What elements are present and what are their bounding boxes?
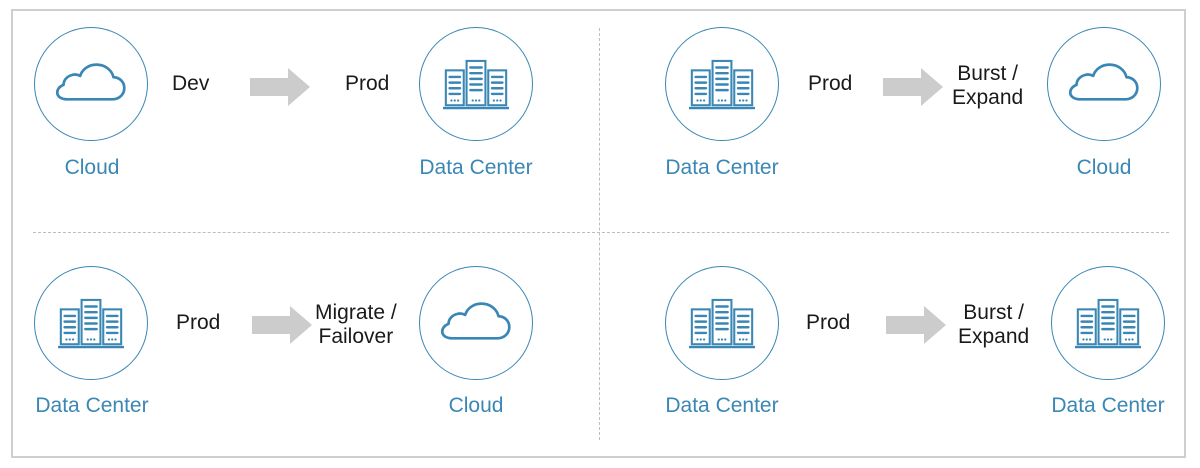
data-center-node-circle	[665, 27, 779, 141]
source-node-label: Data Center	[665, 156, 779, 179]
source-tag: Dev	[172, 72, 210, 95]
source-node-label: Cloud	[64, 156, 120, 179]
source-tag: Prod	[806, 311, 851, 334]
data-center-icon	[689, 296, 755, 351]
target-tag: Burst /Expand	[952, 62, 1024, 109]
target-tag: Prod	[345, 72, 390, 95]
arrow-icon	[252, 306, 312, 344]
data-center-node-circle	[34, 266, 148, 380]
target-tag: Burst /Expand	[958, 301, 1030, 348]
target-node-label: Cloud	[1076, 156, 1132, 179]
cloud-node-circle	[1047, 27, 1161, 141]
arrow-icon	[250, 68, 310, 106]
target-node-label: Cloud	[448, 394, 504, 417]
data-center-node-circle	[665, 266, 779, 380]
data-center-node-circle	[1051, 266, 1165, 380]
arrow-icon	[886, 306, 946, 344]
source-tag: Prod	[176, 311, 221, 334]
cloud-icon	[1068, 61, 1140, 107]
cloud-node-circle	[419, 266, 533, 380]
data-center-icon	[58, 296, 124, 351]
vertical-divider	[599, 28, 600, 440]
horizontal-divider	[33, 232, 1169, 233]
cloud-node-circle	[34, 27, 148, 141]
cloud-icon	[440, 300, 512, 346]
source-node-label: Data Center	[665, 394, 779, 417]
source-tag: Prod	[808, 72, 853, 95]
target-node-label: Data Center	[419, 156, 533, 179]
target-node-label: Data Center	[1051, 394, 1165, 417]
diagram-frame	[11, 9, 1186, 458]
source-node-label: Data Center	[35, 394, 149, 417]
data-center-icon	[443, 57, 509, 112]
data-center-node-circle	[419, 27, 533, 141]
cloud-icon	[55, 61, 127, 107]
target-tag: Migrate /Failover	[315, 301, 397, 348]
data-center-icon	[689, 57, 755, 112]
arrow-icon	[883, 68, 943, 106]
data-center-icon	[1075, 296, 1141, 351]
